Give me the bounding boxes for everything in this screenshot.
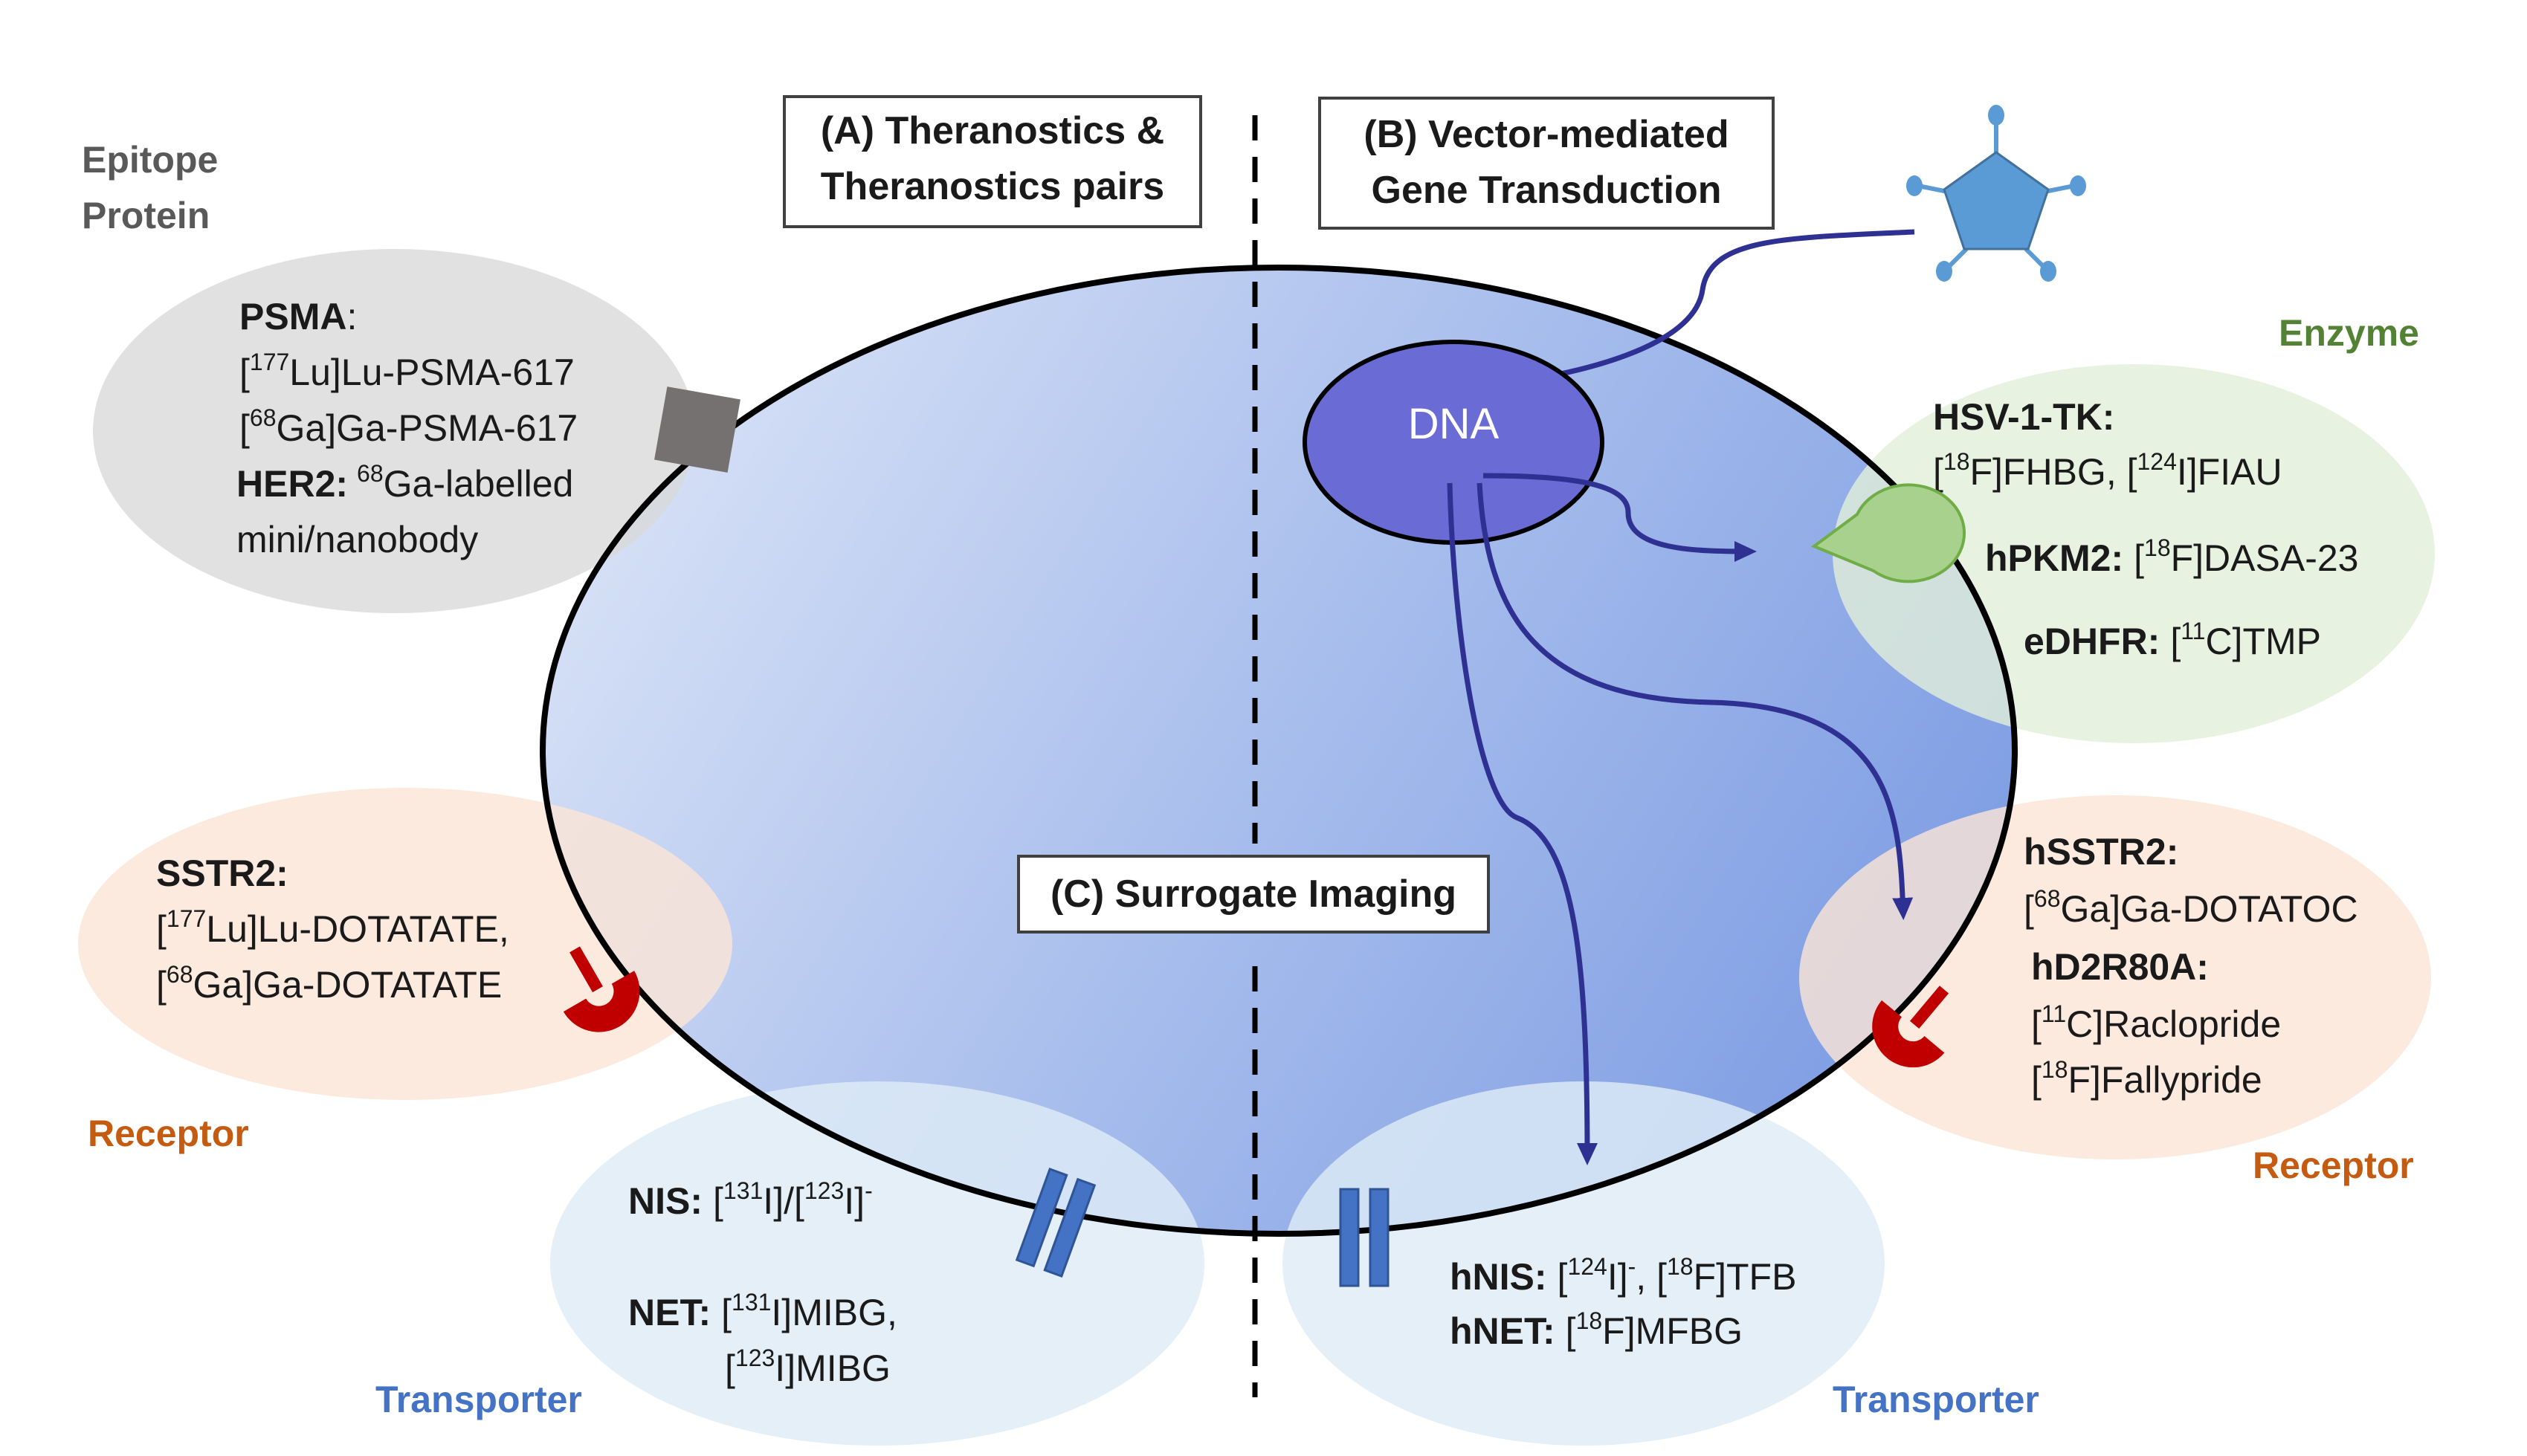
net-mibg-123: [123I]MIBG xyxy=(725,1345,891,1389)
transporter-category-left: Transporter xyxy=(375,1379,582,1420)
receptor-region-left xyxy=(78,788,732,1100)
hd2-heading: hD2R80A: xyxy=(2031,946,2209,988)
net-line: NET:[131I]MIBG, xyxy=(628,1289,897,1333)
receptor-icon-right xyxy=(1872,986,1949,1068)
sstr2-heading: SSTR2: xyxy=(156,852,288,894)
box-c xyxy=(1017,855,1490,934)
transporter-category-right: Transporter xyxy=(1833,1379,2039,1420)
transporter-region-right xyxy=(1282,1081,1885,1446)
hnet-line: hNET:[18F]MFBG xyxy=(1450,1307,1743,1352)
hpkm2-line: hPKM2:[18F]DASA-23 xyxy=(1985,534,2358,579)
cell-body xyxy=(543,268,2015,1234)
arrow-dna-to-transporter xyxy=(1447,482,1598,1165)
epitope-square-icon xyxy=(654,386,740,473)
box-b xyxy=(1318,97,1775,230)
her2-mini-nanobody: mini/nanobody xyxy=(236,519,478,560)
box-a-line1: (A) Theranostics & xyxy=(821,109,1164,152)
virus-vector-icon xyxy=(1906,105,2086,282)
box-c-label: (C) Surrogate Imaging xyxy=(1051,873,1456,916)
arrow-dna-to-enzyme xyxy=(1482,473,1757,562)
nis-line: NIS:[131I]/[123I]- xyxy=(628,1177,873,1222)
psma-tracer-lu: [177Lu]Lu-PSMA-617 xyxy=(239,349,575,393)
psma-heading: PSMA: xyxy=(239,296,357,337)
transporter-channel-icon-right xyxy=(1339,1188,1390,1287)
receptor-region-right xyxy=(1799,795,2431,1159)
box-b-line1: (B) Vector-mediated xyxy=(1363,113,1729,156)
transporter-channel-icon xyxy=(1015,1168,1097,1278)
arrow-dna-to-receptor xyxy=(1476,482,1914,920)
cell-membrane xyxy=(540,265,2018,1237)
hsv-tracers: [18F]FHBG, [124I]FIAU xyxy=(1933,448,2282,493)
box-a xyxy=(783,95,1202,228)
receptor-category-left: Receptor xyxy=(88,1113,249,1154)
enzyme-region xyxy=(1833,364,2435,743)
her2-line: HER2:68Ga-labelled xyxy=(236,460,573,505)
hnis-line: hNIS:[124I]-, [18F]TFB xyxy=(1450,1253,1796,1298)
receptor-icon xyxy=(563,946,640,1032)
sstr2-tracer-lu: [177Lu]Lu-DOTATATE, xyxy=(156,905,509,950)
receptor-category-right: Receptor xyxy=(2253,1145,2414,1186)
enzyme-pacman-icon xyxy=(1810,483,1966,583)
edhfr-line: eDHFR:[11C]TMP xyxy=(2024,618,2321,662)
transporter-region-left xyxy=(550,1081,1204,1446)
hd2-raclopride: [11C]Raclopride xyxy=(2031,1000,2281,1045)
hd2-fallypride: [18F]Fallypride xyxy=(2031,1056,2262,1101)
psma-tracer-ga: [68Ga]Ga-PSMA-617 xyxy=(239,404,578,449)
box-a-line2: Theranostics pairs xyxy=(821,165,1164,208)
epitope-category-line2: Protein xyxy=(82,195,210,236)
enzyme-category: Enzyme xyxy=(2279,312,2419,354)
epitope-category-line1: Epitope xyxy=(82,139,218,181)
hsv-heading: HSV-1-TK: xyxy=(1933,396,2114,438)
dna-label: DNA xyxy=(1408,400,1500,448)
hsstr2-heading: hSSTR2: xyxy=(2024,831,2178,873)
arrow-vector-to-dna xyxy=(1488,229,1915,394)
epitope-region xyxy=(93,249,695,613)
hsstr2-tracer: [68Ga]Ga-DOTATOC xyxy=(2024,885,2358,930)
box-b-line2: Gene Transduction xyxy=(1372,169,1722,212)
sstr2-tracer-ga: [68Ga]Ga-DOTATATE xyxy=(156,961,502,1006)
